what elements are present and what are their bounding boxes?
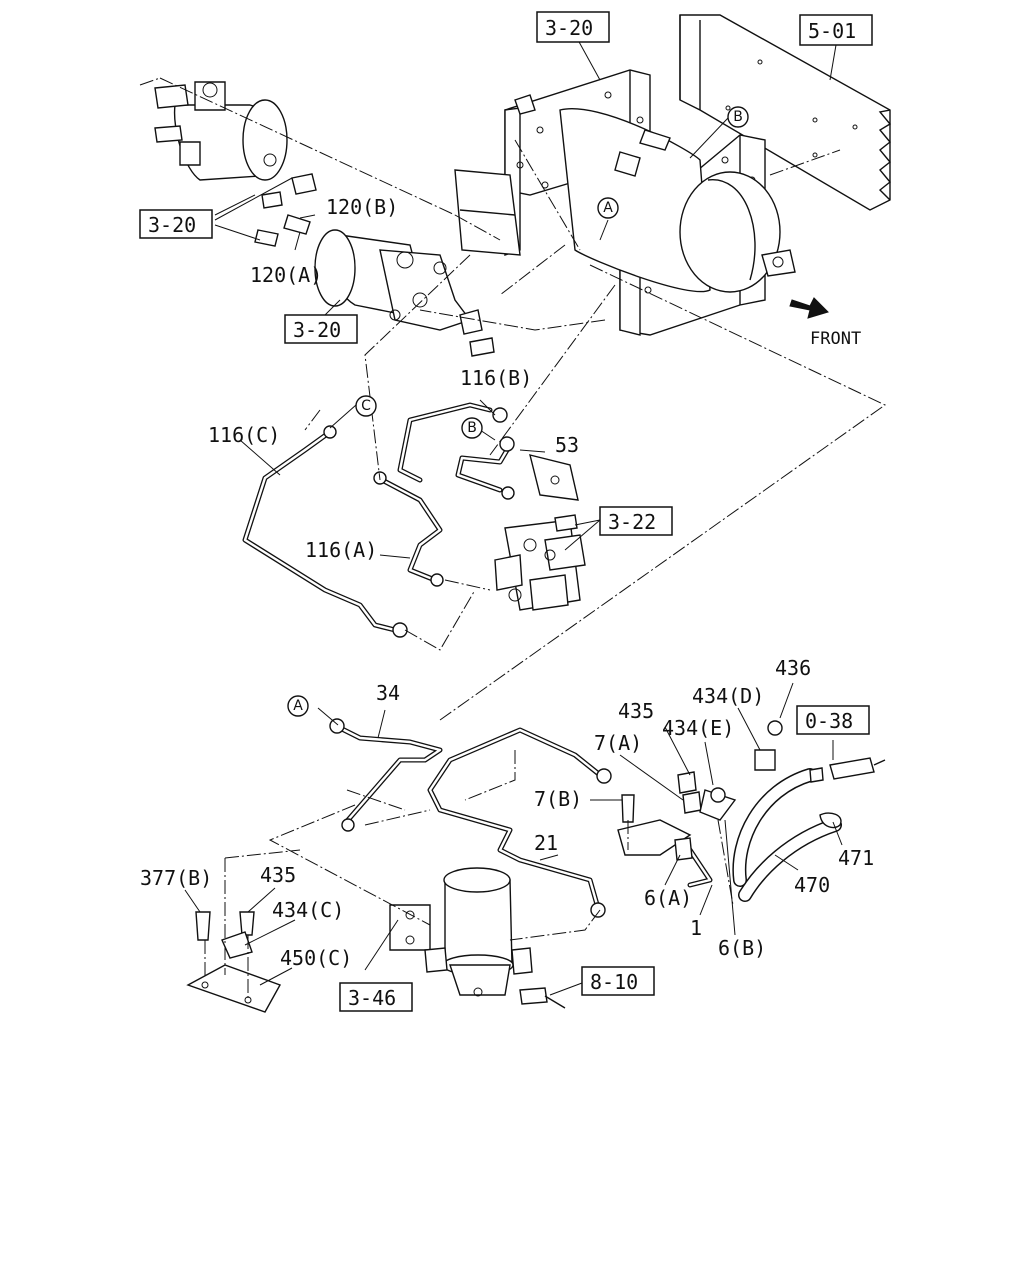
tube-1	[687, 847, 713, 888]
front-label: FRONT	[810, 329, 861, 349]
svg-text:A: A	[293, 698, 303, 714]
ref-label: 3-22	[608, 510, 656, 534]
ref-box-3-20-top[interactable]: 3-20	[536, 11, 610, 43]
ref-box-8-10[interactable]: 8-10	[581, 966, 655, 996]
ref-label: 8-10	[590, 970, 638, 994]
marker-a-top: A	[597, 197, 619, 219]
part-label-450c: 450(C)	[280, 946, 352, 970]
ref-box-3-20-mid[interactable]: 3-20	[284, 314, 358, 344]
part-label-470: 470	[794, 873, 830, 897]
hose-470	[738, 818, 842, 902]
part-label-7a: 7(A)	[594, 731, 642, 755]
part-label-434c: 434(C)	[272, 898, 344, 922]
ref-label: 3-20	[148, 213, 196, 237]
part-label-21: 21	[534, 831, 558, 855]
ref-label: 3-46	[348, 986, 396, 1010]
air-dryer	[389, 867, 533, 997]
ref-box-5-01[interactable]: 5-01	[799, 14, 873, 46]
bracket-450c	[186, 911, 282, 1013]
part-label-7b: 7(B)	[534, 787, 582, 811]
svg-text:B: B	[733, 109, 743, 125]
front-direction-arrow: FRONT	[789, 297, 861, 349]
marker-b-top: B	[727, 106, 749, 128]
part-label-436: 436	[775, 656, 811, 680]
part-label-471: 471	[838, 846, 874, 870]
part-label-6a: 6(A)	[644, 886, 692, 910]
part-label-377b: 377(B)	[140, 866, 212, 890]
pipe-34	[329, 718, 443, 832]
part-label-435-top: 435	[618, 699, 654, 723]
ref-label: 3-20	[545, 16, 593, 40]
small-fittings-lower	[617, 720, 886, 861]
ref-box-3-22[interactable]: 3-22	[599, 506, 673, 536]
marker-c-mid: C	[355, 395, 377, 417]
ref-box-3-20-left[interactable]: 3-20	[139, 209, 213, 239]
marker-b-mid: B	[461, 417, 483, 439]
hose-lower	[732, 768, 817, 887]
part-label-120b: 120(B)	[326, 195, 398, 219]
chassis-frame-rail	[679, 14, 892, 211]
svg-text:C: C	[361, 398, 371, 414]
ref-box-3-46[interactable]: 3-46	[339, 982, 413, 1012]
part-label-435-bot: 435	[260, 863, 296, 887]
part-label-120a: 120(A)	[250, 263, 322, 287]
ref-label: 5-01	[808, 19, 856, 43]
part-label-1: 1	[690, 916, 702, 940]
pipe-116c	[242, 425, 408, 638]
marker-a-bot: A	[287, 695, 309, 717]
part-label-6b: 6(B)	[718, 936, 766, 960]
arrow-icon	[789, 297, 829, 319]
air-tank-middle	[314, 229, 495, 357]
leader-lines	[139, 39, 886, 998]
part-label-34: 34	[376, 681, 400, 705]
air-tank-left	[154, 81, 317, 247]
part-label-434e: 434(E)	[662, 716, 734, 740]
part-label-116c: 116(C)	[208, 423, 280, 447]
part-label-53: 53	[555, 433, 579, 457]
pipe-116b	[397, 402, 508, 483]
part-label-434d: 434(D)	[692, 684, 764, 708]
tank-bracket-assembly	[454, 69, 796, 336]
connector-plug	[519, 987, 566, 1009]
svg-text:A: A	[603, 200, 613, 216]
ref-box-0-38[interactable]: 0-38	[796, 705, 870, 735]
svg-text:B: B	[467, 420, 477, 436]
part-label-116a: 116(A)	[305, 538, 377, 562]
ref-label: 0-38	[805, 709, 853, 733]
pipe-116a	[373, 471, 444, 587]
valve-block-assembly	[494, 454, 586, 611]
part-label-116b: 116(B)	[460, 366, 532, 390]
pipe-21	[427, 727, 612, 918]
ref-label: 3-20	[293, 318, 341, 342]
pipe-53	[455, 436, 515, 500]
